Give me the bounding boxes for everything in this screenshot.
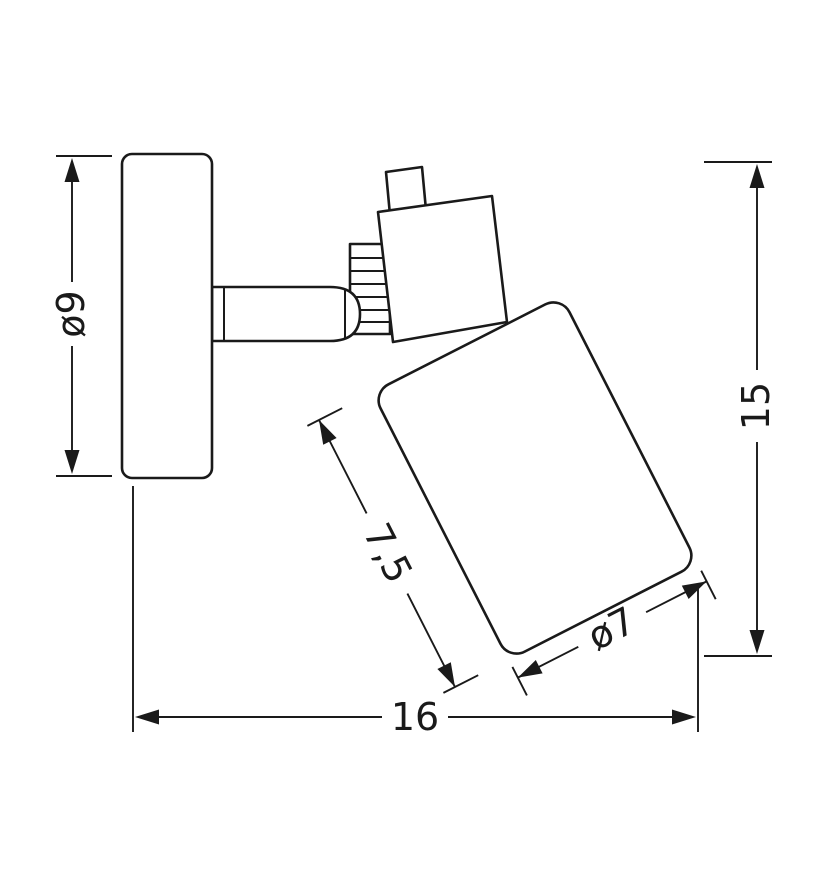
arrow-left-icon — [135, 709, 159, 725]
extension-ticks — [306, 407, 479, 694]
mounting-arm — [210, 285, 362, 343]
arrow-upper-right-icon — [681, 581, 707, 599]
arrow-up-icon — [749, 164, 765, 188]
extension-ticks — [511, 570, 717, 696]
hinge-ridges — [350, 257, 390, 323]
arrow-down-icon — [64, 450, 80, 474]
extension-lines — [56, 155, 112, 477]
lamp-housing — [376, 194, 509, 344]
lamp-shade — [377, 301, 693, 655]
arm-body — [210, 285, 362, 343]
arrow-upper-icon — [319, 420, 337, 445]
wall-plate — [120, 152, 214, 480]
extension-lines — [132, 486, 699, 732]
extension-lines — [704, 161, 772, 657]
arrow-right-icon — [672, 709, 696, 725]
dimension-total-depth: 16 — [132, 486, 699, 739]
dimension-label-shade-height: 7,5 — [355, 516, 422, 590]
dimension-label-plate-diameter: ø9 — [49, 290, 93, 337]
dimension-total-height: 15 — [704, 161, 778, 657]
arrow-down-icon — [749, 630, 765, 654]
arrow-lower-left-icon — [517, 660, 543, 678]
arrow-lower-icon — [437, 662, 455, 687]
dimension-label-total-depth: 16 — [391, 695, 439, 739]
arrow-up-icon — [64, 158, 80, 182]
lamp-figure — [120, 152, 693, 655]
dimension-label-total-height: 15 — [734, 382, 778, 430]
dimension-plate-diameter: ø9 — [49, 155, 112, 477]
